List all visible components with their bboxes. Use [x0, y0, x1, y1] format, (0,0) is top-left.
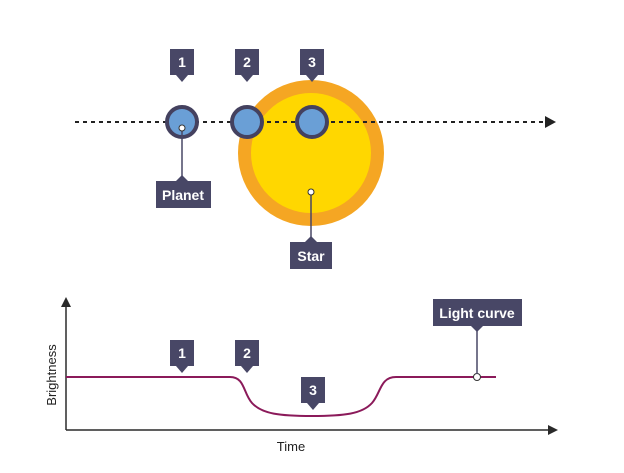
- y-axis-label: Brightness: [44, 344, 59, 406]
- light-curve-label: Light curve: [439, 305, 515, 321]
- graph-marker-3: 3: [301, 377, 325, 410]
- svg-text:1: 1: [178, 54, 186, 70]
- svg-text:1: 1: [178, 345, 186, 361]
- star-label: Star: [297, 248, 325, 264]
- planet-callout: Planet: [156, 124, 211, 208]
- planet-path-arrowhead: [545, 116, 556, 128]
- light-curve: [66, 376, 496, 418]
- graph-marker-2: 2: [235, 340, 259, 373]
- top-marker-2: 2: [235, 49, 259, 82]
- x-axis-label: Time: [277, 439, 305, 454]
- x-axis-arrowhead: [548, 425, 558, 435]
- svg-text:2: 2: [243, 54, 251, 70]
- top-marker-3: 3: [300, 49, 324, 82]
- star-callout: Star: [290, 188, 332, 269]
- graph-marker-1: 1: [170, 340, 194, 373]
- planet-label: Planet: [162, 187, 204, 203]
- planet-position-3: [295, 105, 329, 139]
- svg-text:2: 2: [243, 345, 251, 361]
- light-curve-point: [473, 373, 481, 381]
- svg-text:3: 3: [309, 382, 317, 398]
- top-marker-1: 1: [170, 49, 194, 82]
- planet-position-2: [230, 105, 264, 139]
- light-curve-callout: Light curve: [433, 299, 522, 374]
- svg-text:3: 3: [308, 54, 316, 70]
- y-axis-arrowhead: [61, 297, 71, 307]
